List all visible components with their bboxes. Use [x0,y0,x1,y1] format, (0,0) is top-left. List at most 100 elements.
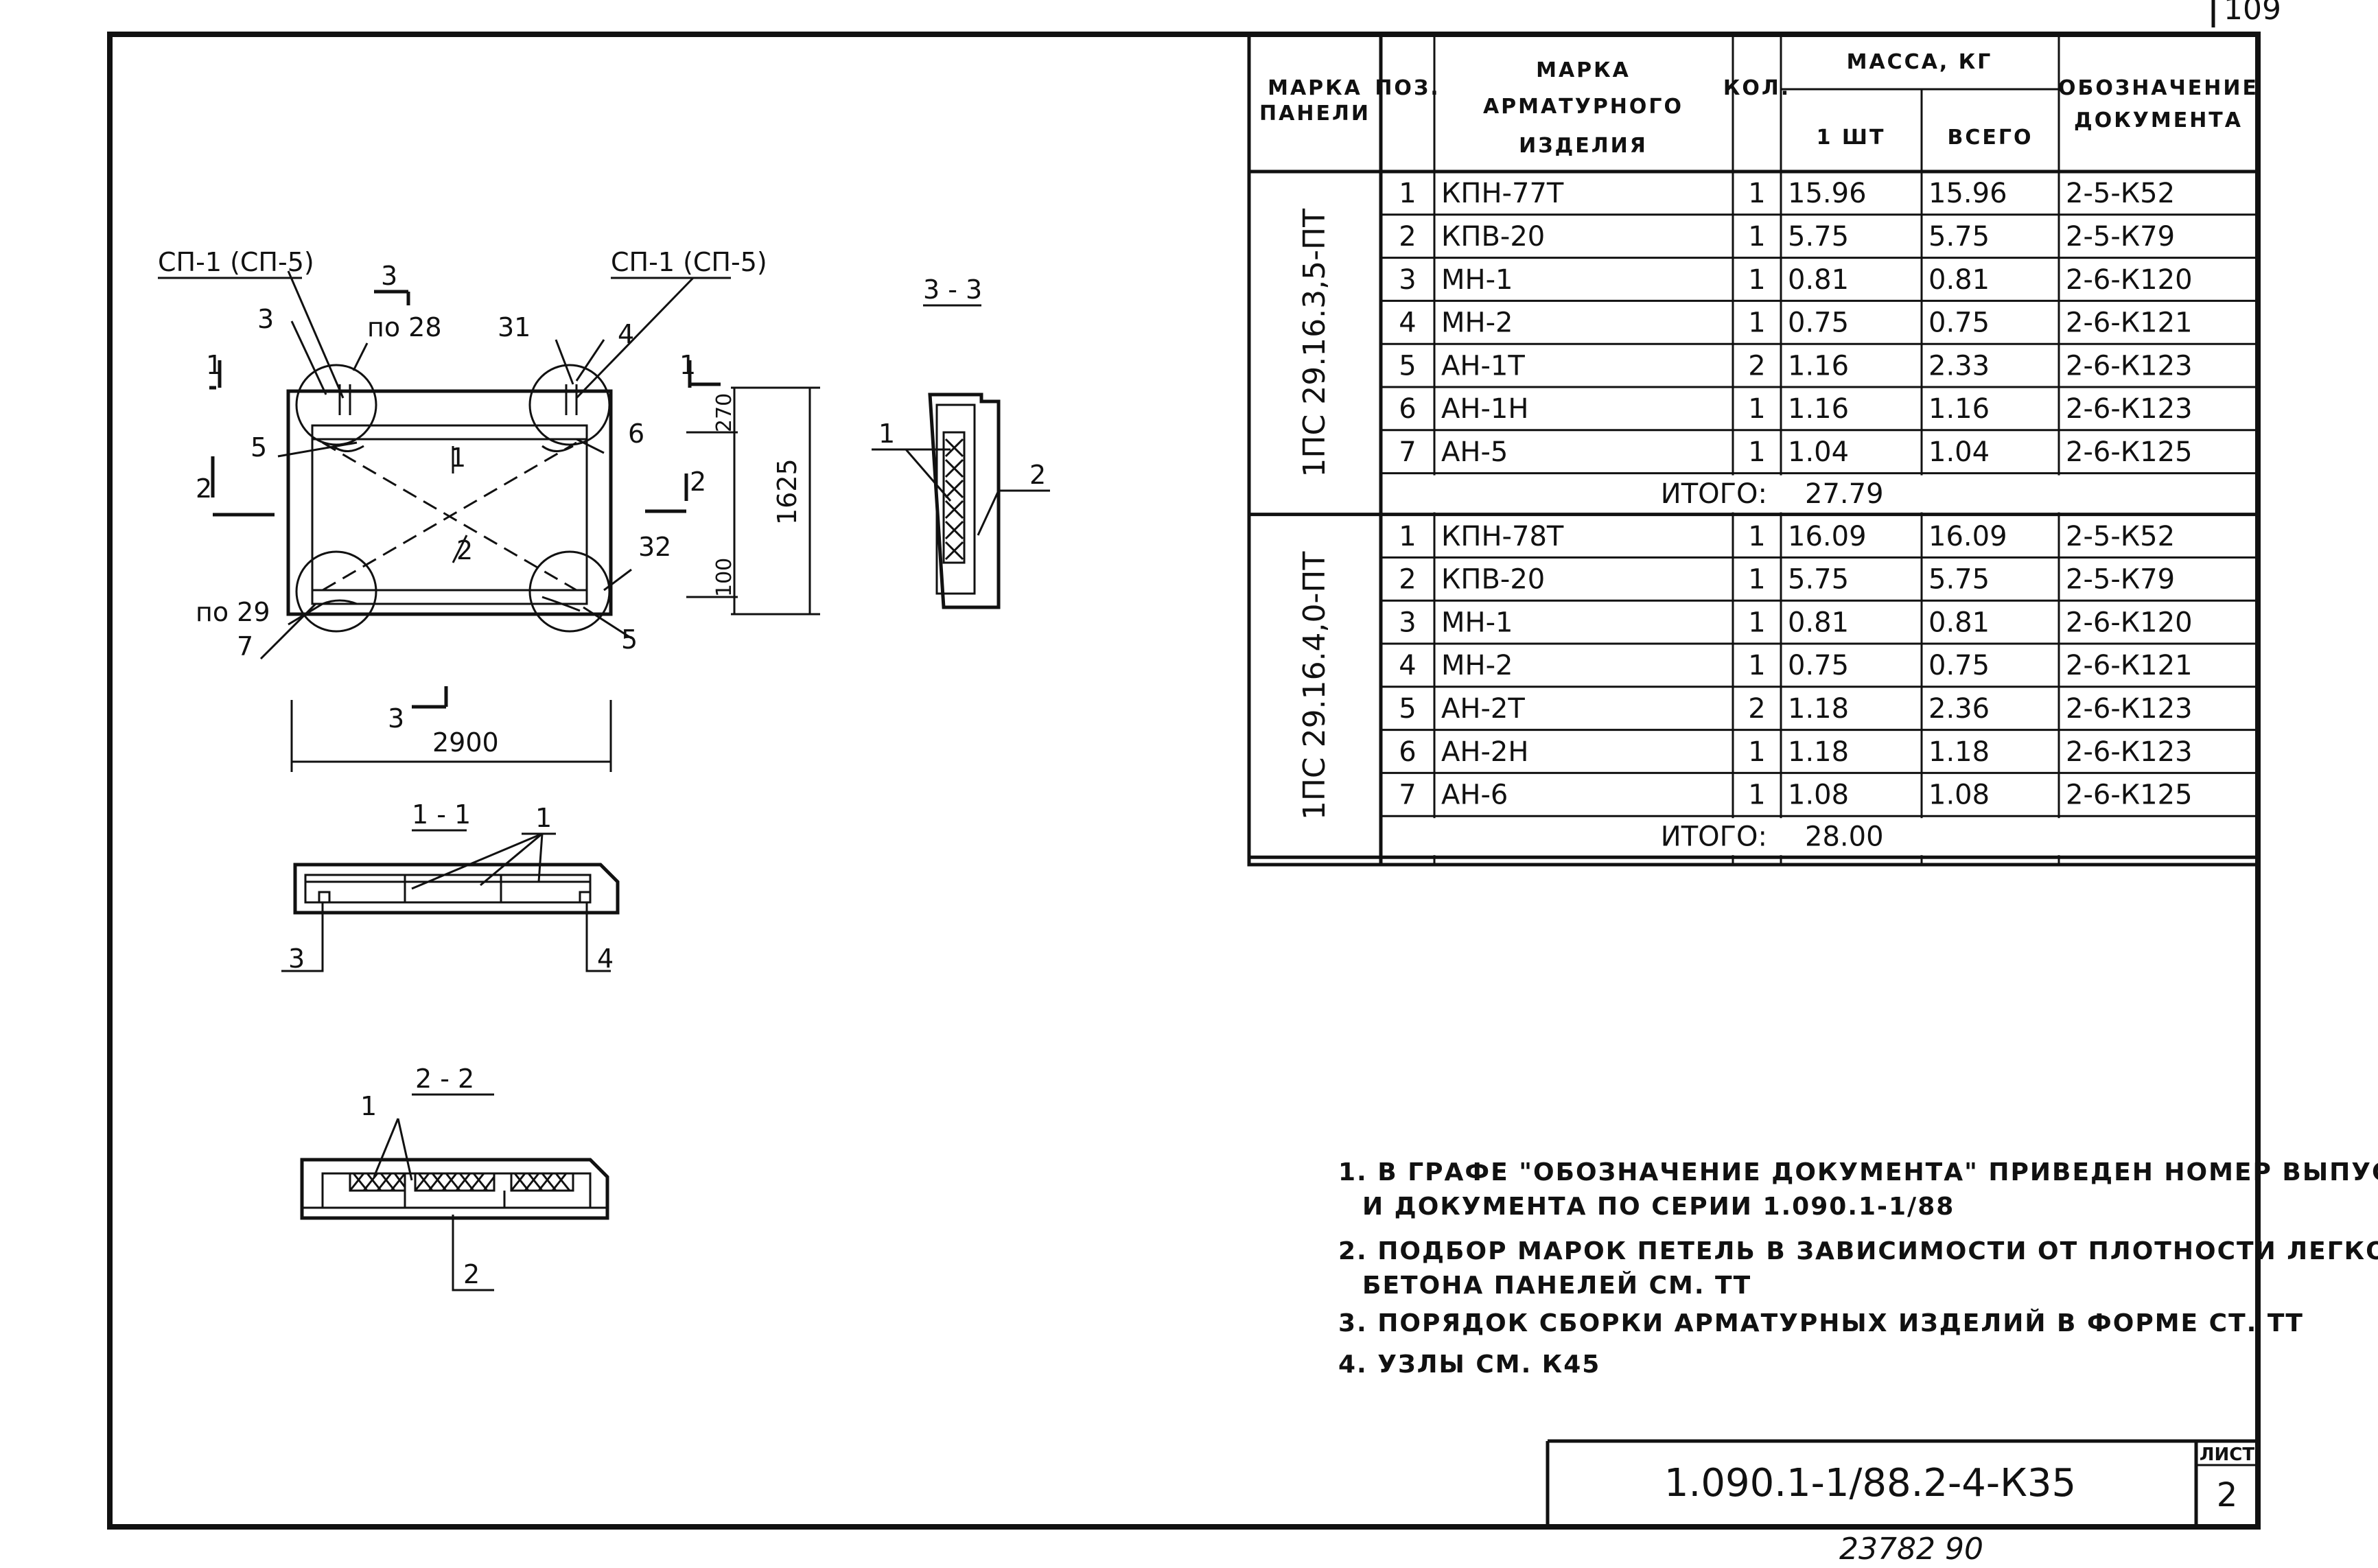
cell-pos: 6 [1399,736,1416,768]
cell-mass-one: 1.08 [1788,780,1849,811]
cell-mass-total: 1.18 [1928,736,1990,768]
s11-mark-1: 1 [535,803,552,833]
label-po29: по 29 [196,597,270,627]
mark-3-top: 3 [381,261,397,291]
cell-mass-total: 0.81 [1928,264,1990,296]
section-3-3-title: 3 - 3 [923,274,982,305]
dim-270: 270 [712,393,736,432]
note-1-line-1: 1. В ГРАФЕ "ОБОЗНАЧЕНИЕ ДОКУМЕНТА" ПРИВЕ… [1338,1158,2378,1186]
cell-mass-one: 16.09 [1788,521,1867,552]
cell-qty: 1 [1748,264,1765,296]
panel-plan [158,270,820,772]
group-total-label: ИТОГО: [1661,478,1767,510]
hdr-panel-1: МАРКА [1268,76,1362,100]
cell-mass-one: 1.04 [1788,436,1849,468]
note-2-line-2: БЕТОНА ПАНЕЛЕЙ СМ. ТТ [1362,1271,1751,1300]
mark-3-pos: 3 [257,304,274,334]
hdr-qty: КОЛ. [1723,76,1791,100]
note-3: 3. ПОРЯДОК СБОРКИ АРМАТУРНЫХ ИЗДЕЛИЙ В Ф… [1338,1309,2304,1337]
cell-mass-total: 16.09 [1928,521,2007,552]
cell-pos: 5 [1399,693,1416,725]
s22-mark-1: 1 [360,1091,377,1121]
cell-item: АН-2Т [1441,693,1525,725]
hdr-doc-1: ОБОЗНАЧЕНИЕ [2058,76,2259,100]
mark-7: 7 [237,631,253,662]
cell-qty: 2 [1748,693,1765,725]
cell-pos: 6 [1399,393,1416,425]
cell-pos: 7 [1399,780,1416,811]
mark-1-center: 1 [450,443,466,473]
cell-mass-one: 0.75 [1788,650,1849,681]
section-2-2 [300,1093,609,1291]
dim-1625: 1625 [772,458,802,525]
hdr-item-3: ИЗДЕЛИЯ [1519,134,1648,158]
cell-mass-one: 5.75 [1788,221,1849,253]
cell-doc: 2-6-К123 [2066,350,2193,382]
cell-mass-total: 0.81 [1928,607,1990,638]
cell-mass-total: 1.08 [1928,780,1990,811]
cell-mass-one: 1.16 [1788,393,1849,425]
cell-mass-one: 5.75 [1788,564,1849,596]
cell-qty: 1 [1748,607,1765,638]
mark-2-center: 2 [456,535,473,565]
cell-qty: 1 [1748,178,1765,209]
cell-qty: 1 [1748,650,1765,681]
dim-100: 100 [712,558,736,597]
cell-item: МН-2 [1441,650,1513,681]
cell-item: АН-1Н [1441,393,1528,425]
cell-item: АН-6 [1441,780,1508,811]
cell-mass-one: 0.75 [1788,307,1849,339]
mark-2-right: 2 [690,467,706,497]
section-1-1 [281,829,620,972]
section-1-1-title: 1 - 1 [412,799,471,830]
cell-doc: 2-5-К79 [2066,564,2175,596]
cell-doc: 2-6-К123 [2066,393,2193,425]
cell-doc: 2-6-К123 [2066,693,2193,725]
mark-2-left: 2 [196,473,212,504]
mark-5-left: 5 [250,432,267,463]
cell-doc: 2-5-К52 [2066,178,2175,209]
cell-mass-total: 1.04 [1928,436,1990,468]
cell-mass-total: 15.96 [1928,178,2007,209]
section-2-2-title: 2 - 2 [415,1064,474,1094]
cell-item: КПВ-20 [1441,221,1545,253]
hdr-mass-total: ВСЕГО [1948,126,2033,150]
cell-item: КПН-77Т [1441,178,1564,209]
cell-qty: 1 [1748,221,1765,253]
cell-doc: 2-6-К125 [2066,436,2193,468]
hdr-panel-2: ПАНЕЛИ [1259,102,1371,126]
panel-mark: 1ПС 29.16.4,0-ПТ [1297,552,1332,821]
cell-item: АН-2Н [1441,736,1528,768]
cell-qty: 1 [1748,307,1765,339]
cell-mass-total: 0.75 [1928,650,1990,681]
page-number: 109 [2224,0,2281,27]
s22-mark-2: 2 [463,1259,480,1289]
label-sp-left: СП-1 (СП-5) [158,247,314,277]
cell-qty: 1 [1748,564,1765,596]
cell-pos: 2 [1399,564,1416,596]
stamp-sheet-label: ЛИСТ [2200,1444,2254,1465]
note-1-line-2: И ДОКУМЕНТА ПО СЕРИИ 1.090.1-1/88 [1362,1193,1955,1221]
stamp-code: 1.090.1-1/88.2-4-К35 [1664,1461,2076,1506]
cell-item: МН-2 [1441,307,1513,339]
cell-item: КПВ-20 [1441,564,1545,596]
inventory-number: 23782 90 [1839,1532,1983,1567]
cell-mass-total: 2.33 [1928,350,1990,382]
cell-doc: 2-6-К120 [2066,607,2193,638]
cell-mass-total: 0.75 [1928,307,1990,339]
hdr-item-1: МАРКА [1536,58,1631,82]
s33-mark-1: 1 [878,419,895,449]
mark-6: 6 [628,419,644,449]
hdr-doc-2: ДОКУМЕНТА [2074,108,2243,132]
hdr-pos: ПОЗ. [1375,76,1440,100]
cell-doc: 2-6-К121 [2066,650,2193,681]
mark-32: 32 [638,532,671,562]
stamp-sheet-number: 2 [2217,1476,2238,1514]
s11-mark-3: 3 [288,944,305,974]
